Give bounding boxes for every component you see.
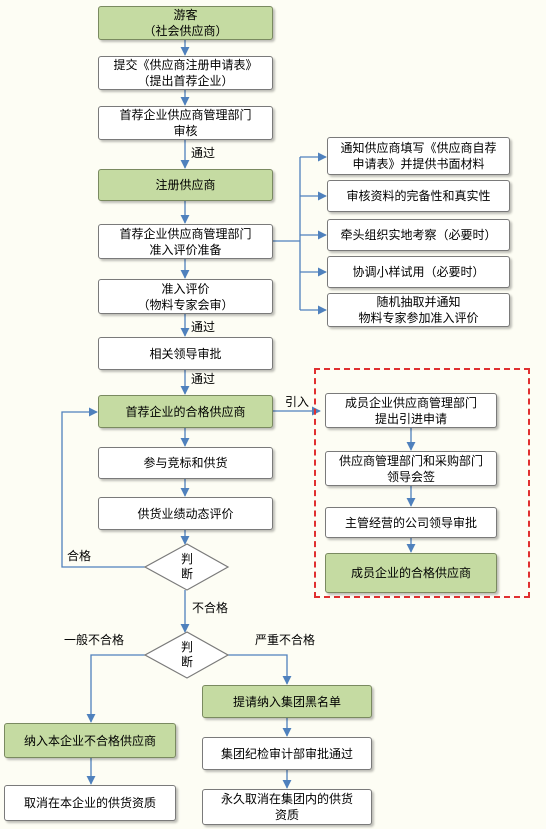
node-admission-eval: 准入评价 （物料专家会审）: [98, 279, 273, 314]
judge-diamond-1: [143, 543, 230, 591]
label-general-unqualified: 一般不合格: [64, 633, 125, 647]
label-severe-unqualified: 严重不合格: [255, 633, 316, 647]
label-introduce: 引入: [285, 395, 310, 409]
label-pass-1: 通过: [191, 146, 216, 160]
judge-text-1: 判 断: [180, 552, 193, 581]
node-register: 注册供应商: [98, 169, 273, 201]
node-admission-prep: 首荐企业供应商管理部门 准入评价准备: [98, 224, 273, 259]
node-audit-approval: 集团纪检审计部审批通过: [202, 737, 372, 770]
judge-diamond-2: [143, 631, 230, 679]
label-unqualified: 不合格: [192, 601, 229, 615]
member-enterprise-region: [314, 368, 530, 598]
judge-text-2: 判 断: [180, 640, 193, 669]
node-performance-eval: 供货业绩动态评价: [98, 497, 273, 530]
member-cosign: 供应商管理部门和采购部门 领导会签: [325, 451, 497, 486]
node-local-unqualified: 纳入本企业不合格供应商: [4, 723, 176, 758]
side-check: 审核资料的完备性和真实性: [327, 180, 510, 212]
label-pass-3: 通过: [191, 372, 216, 386]
node-cancel-permanent: 永久取消在集团内的供货 资质: [202, 789, 372, 825]
member-apply: 成员企业供应商管理部门 提出引进申请: [325, 393, 497, 428]
label-pass-2: 通过: [191, 320, 216, 334]
node-bidding: 参与竞标和供货: [98, 447, 273, 479]
side-random-experts: 随机抽取并通知 物料专家参加准入评价: [327, 293, 510, 327]
label-qualified: 合格: [67, 549, 92, 563]
node-cancel-local: 取消在本企业的供货资质: [4, 785, 176, 821]
node-review: 首荐企业供应商管理部门 审核: [98, 106, 273, 140]
node-visitor: 游客 （社会供应商）: [98, 6, 273, 40]
node-submit-application: 提交《供应商注册申请表》 （提出首荐企业）: [98, 56, 273, 90]
member-approve: 主管经营的公司领导审批: [325, 507, 497, 538]
member-qualified-supplier: 成员企业的合格供应商: [325, 553, 497, 593]
node-leader-approval: 相关领导审批: [98, 337, 273, 370]
node-qualified-supplier: 首荐企业的合格供应商: [98, 395, 273, 428]
side-sample: 协调小样试用（必要时）: [327, 256, 510, 288]
node-blacklist: 提请纳入集团黑名单: [202, 685, 372, 718]
side-inspect: 牵头组织实地考察（必要时）: [327, 219, 510, 251]
side-notify: 通知供应商填写《供应商自荐 申请表》并提供书面材料: [327, 137, 510, 175]
